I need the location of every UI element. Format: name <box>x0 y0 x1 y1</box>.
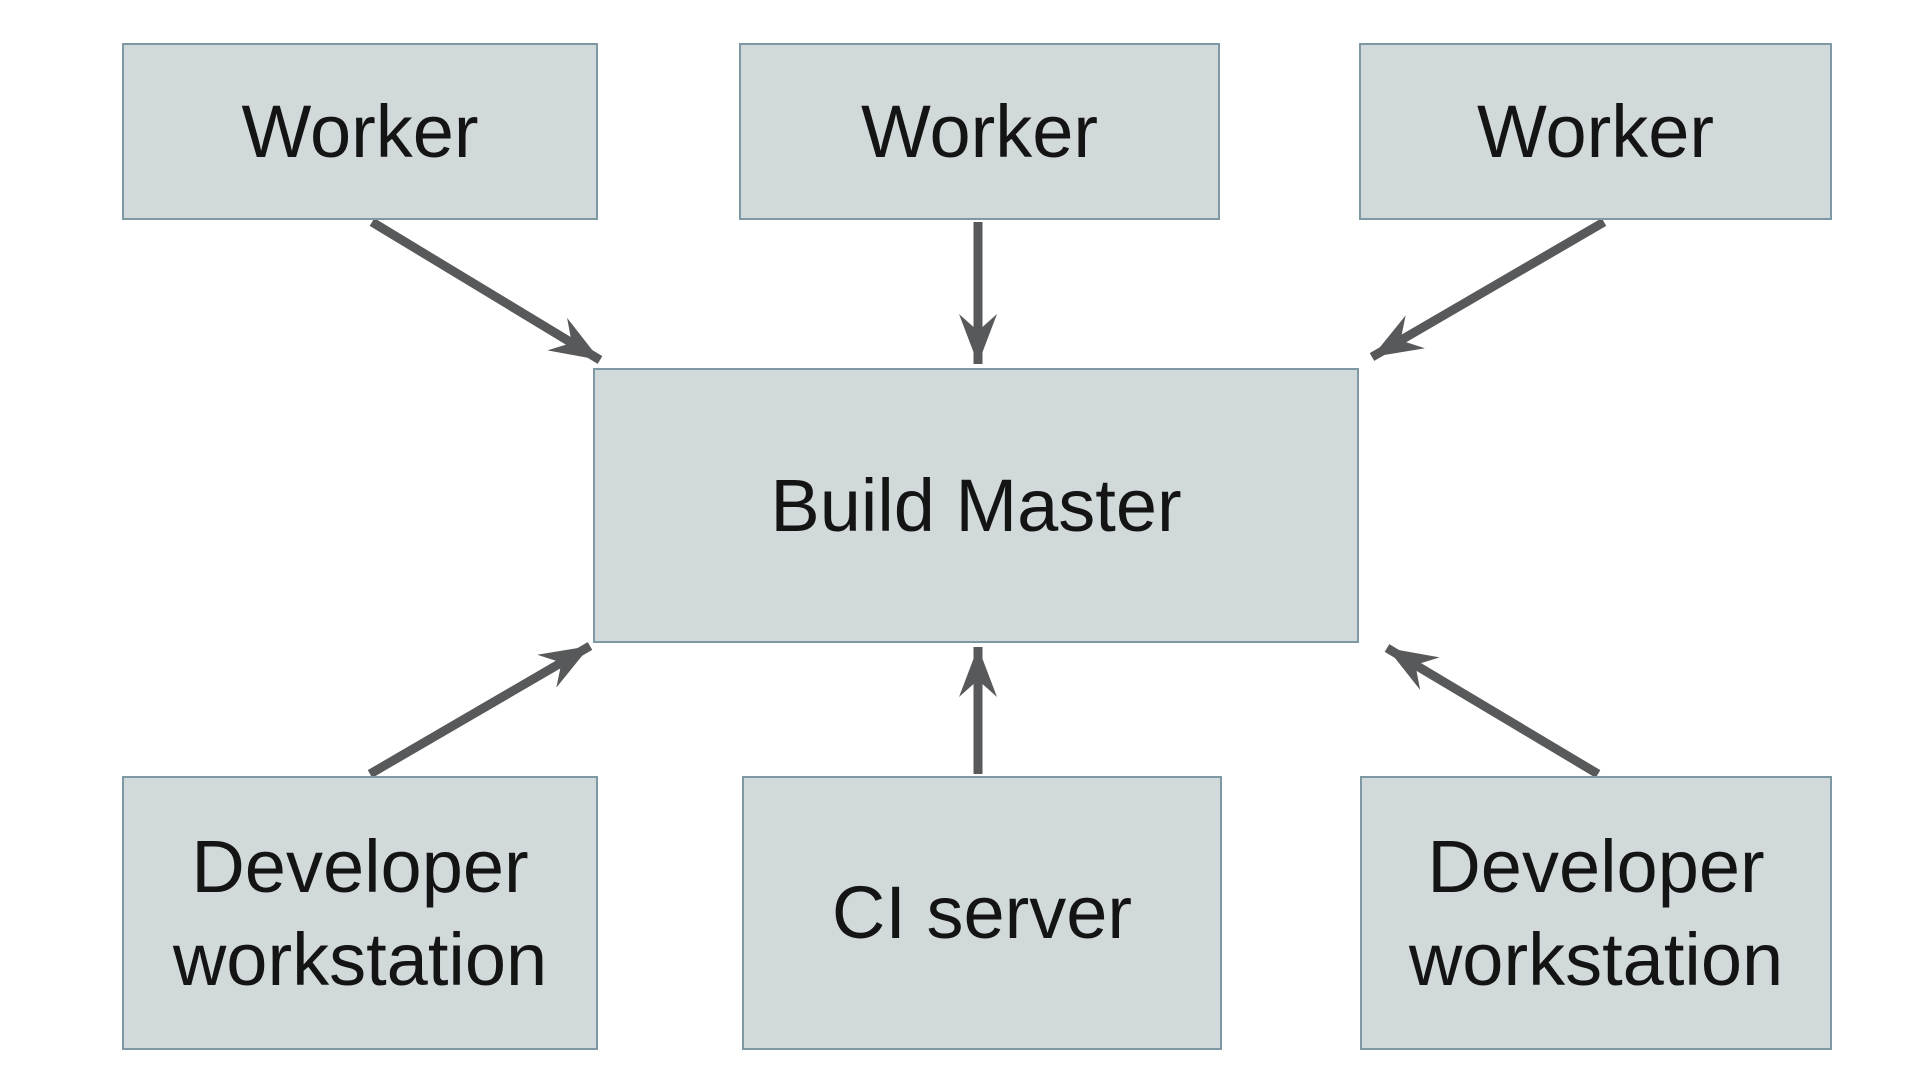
node-ci-server-label: CI server <box>831 871 1133 955</box>
node-developer-workstation-1-label: Developer workstation <box>172 824 548 1001</box>
node-developer-workstation-1: Developer workstation <box>122 776 598 1050</box>
node-ci-server: CI server <box>742 776 1222 1050</box>
node-build-master-label: Build Master <box>770 463 1182 547</box>
node-build-master: Build Master <box>593 368 1359 643</box>
arrow-dev-ws2-to-build-master <box>1384 644 1601 778</box>
node-worker-3-label: Worker <box>1476 89 1715 173</box>
arrow-worker3-to-build-master <box>1369 218 1607 361</box>
arrow-worker1-to-build-master <box>369 218 603 364</box>
node-worker-2-label: Worker <box>860 89 1099 173</box>
node-developer-workstation-2-label: Developer workstation <box>1408 824 1784 1001</box>
node-worker-1: Worker <box>122 43 598 220</box>
node-developer-workstation-2: Developer workstation <box>1360 776 1832 1050</box>
node-worker-3: Worker <box>1359 43 1832 220</box>
node-worker-1-label: Worker <box>241 89 479 173</box>
node-worker-2: Worker <box>739 43 1220 220</box>
arrow-dev-ws1-to-build-master <box>367 642 593 778</box>
